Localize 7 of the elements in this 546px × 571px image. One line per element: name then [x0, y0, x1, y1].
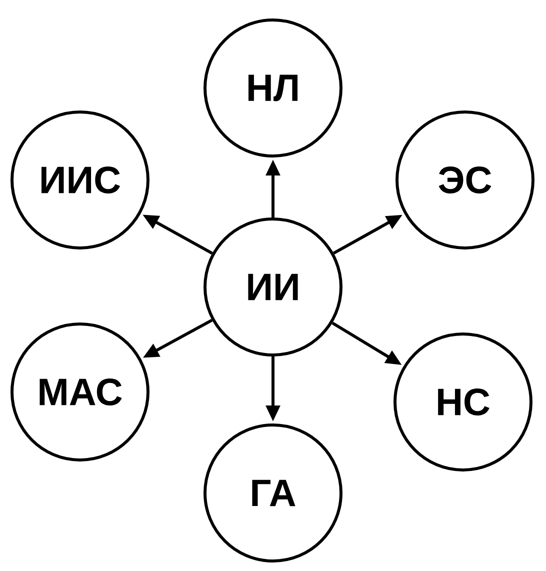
circle-node: НС — [394, 332, 532, 472]
circle-node: ГА — [204, 424, 342, 562]
circle-node: НЛ — [204, 18, 342, 158]
circle-node: ИИ — [204, 218, 342, 356]
circle-node: ИИС — [10, 110, 150, 250]
circle-node: ЭС — [396, 110, 534, 250]
circle-node: МАС — [10, 322, 150, 462]
